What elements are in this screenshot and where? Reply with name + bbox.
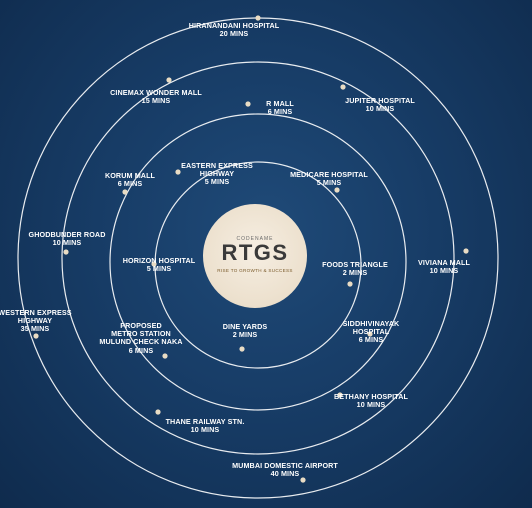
travel-time: 10 MINS xyxy=(365,104,395,114)
destination-name: VIVIANA MALL xyxy=(417,258,471,267)
location-dot-foods xyxy=(347,281,353,287)
location-dot-ghodbunder xyxy=(63,249,69,255)
destination-name: WESTERN EXPRESS xyxy=(0,308,72,317)
logo-brand: RTGS xyxy=(221,240,289,265)
location-dot-rmall xyxy=(245,101,251,107)
destination-name: MULUND CHECK NAKA xyxy=(99,337,183,347)
travel-time: 40 MINS xyxy=(270,469,300,479)
destination-name: SIDDHIVINAYAK xyxy=(342,319,400,328)
destination-name: R MALL xyxy=(266,99,294,108)
travel-time: 6 MINS xyxy=(117,179,143,189)
destination-name: MUMBAI DOMESTIC AIRPORT xyxy=(232,461,338,470)
location-dot-jupiter xyxy=(340,84,346,90)
travel-time: 15 MINS xyxy=(141,96,171,106)
travel-time: 2 MINS xyxy=(342,268,368,278)
destination-name: METRO STATION xyxy=(111,329,171,339)
location-dot-hiranandani xyxy=(255,15,261,21)
destination-name: PROPOSED xyxy=(120,321,162,330)
travel-time: 5 MINS xyxy=(204,177,230,187)
travel-time: 20 MINS xyxy=(219,29,249,39)
destination-name: HIRANANDANI HOSPITAL xyxy=(188,21,280,30)
destination-name: DINE YARDS xyxy=(222,322,268,331)
destination-name: FOODS TRIANGLE xyxy=(322,260,388,269)
travel-time: 10 MINS xyxy=(429,266,459,276)
location-dot-korum xyxy=(122,189,128,195)
location-dot-siddhivinayak xyxy=(367,331,373,337)
travel-time: 10 MINS xyxy=(52,238,82,248)
travel-time: 10 MINS xyxy=(190,425,220,435)
destination-name: JUPITER HOSPITAL xyxy=(345,96,415,105)
destination-name: GHODBUNDER ROAD xyxy=(28,230,106,239)
project-logo: CODENAME RTGS RISE TO GROWTH & SUCCESS xyxy=(203,204,307,308)
travel-time: 6 MINS xyxy=(128,345,154,355)
location-dot-metro xyxy=(162,353,168,359)
travel-time: 6 MINS xyxy=(267,107,293,117)
travel-time: 6 MINS xyxy=(358,335,384,345)
location-dot-horizon xyxy=(151,261,157,267)
destination-name: BETHANY HOSPITAL xyxy=(333,392,409,401)
destination-name: THANE RAILWAY STN. xyxy=(165,417,245,426)
destination-name: HORIZON HOSPITAL xyxy=(122,256,196,265)
location-dot-cinemax xyxy=(166,77,172,83)
destination-name: KORUM MALL xyxy=(104,171,156,180)
location-dot-dineyards xyxy=(239,346,245,352)
destination-name: HIGHWAY xyxy=(17,316,53,326)
location-dot-eastern xyxy=(175,169,181,175)
logo-codename: CODENAME xyxy=(236,236,274,242)
destination-name: HOSPITAL xyxy=(352,327,390,337)
location-dot-airport xyxy=(300,477,306,483)
distance-ring-2 xyxy=(109,113,407,411)
travel-time: 5 MINS xyxy=(146,264,172,274)
location-dot-thane xyxy=(155,409,161,415)
travel-time: 2 MINS xyxy=(232,330,258,340)
distance-ring-3 xyxy=(61,61,455,455)
destination-name: MEDICARE HOSPITAL xyxy=(290,170,368,179)
destination-name: HIGHWAY xyxy=(199,169,235,179)
travel-time: 10 MINS xyxy=(356,400,386,410)
location-dot-viviana xyxy=(463,248,469,254)
travel-time: 35 MINS xyxy=(20,324,50,334)
location-dot-medicare xyxy=(334,187,340,193)
destination-name: EASTERN EXPRESS xyxy=(181,161,253,170)
destination-name: CINEMAX WONDER MALL xyxy=(110,88,202,97)
destination-label-thane: THANE RAILWAY STN.10 MINS xyxy=(165,417,245,435)
location-dot-western xyxy=(33,333,39,339)
travel-time: 5 MINS xyxy=(316,178,342,188)
logo-tagline: RISE TO GROWTH & SUCCESS xyxy=(217,268,293,273)
location-dot-bethany xyxy=(337,392,343,398)
